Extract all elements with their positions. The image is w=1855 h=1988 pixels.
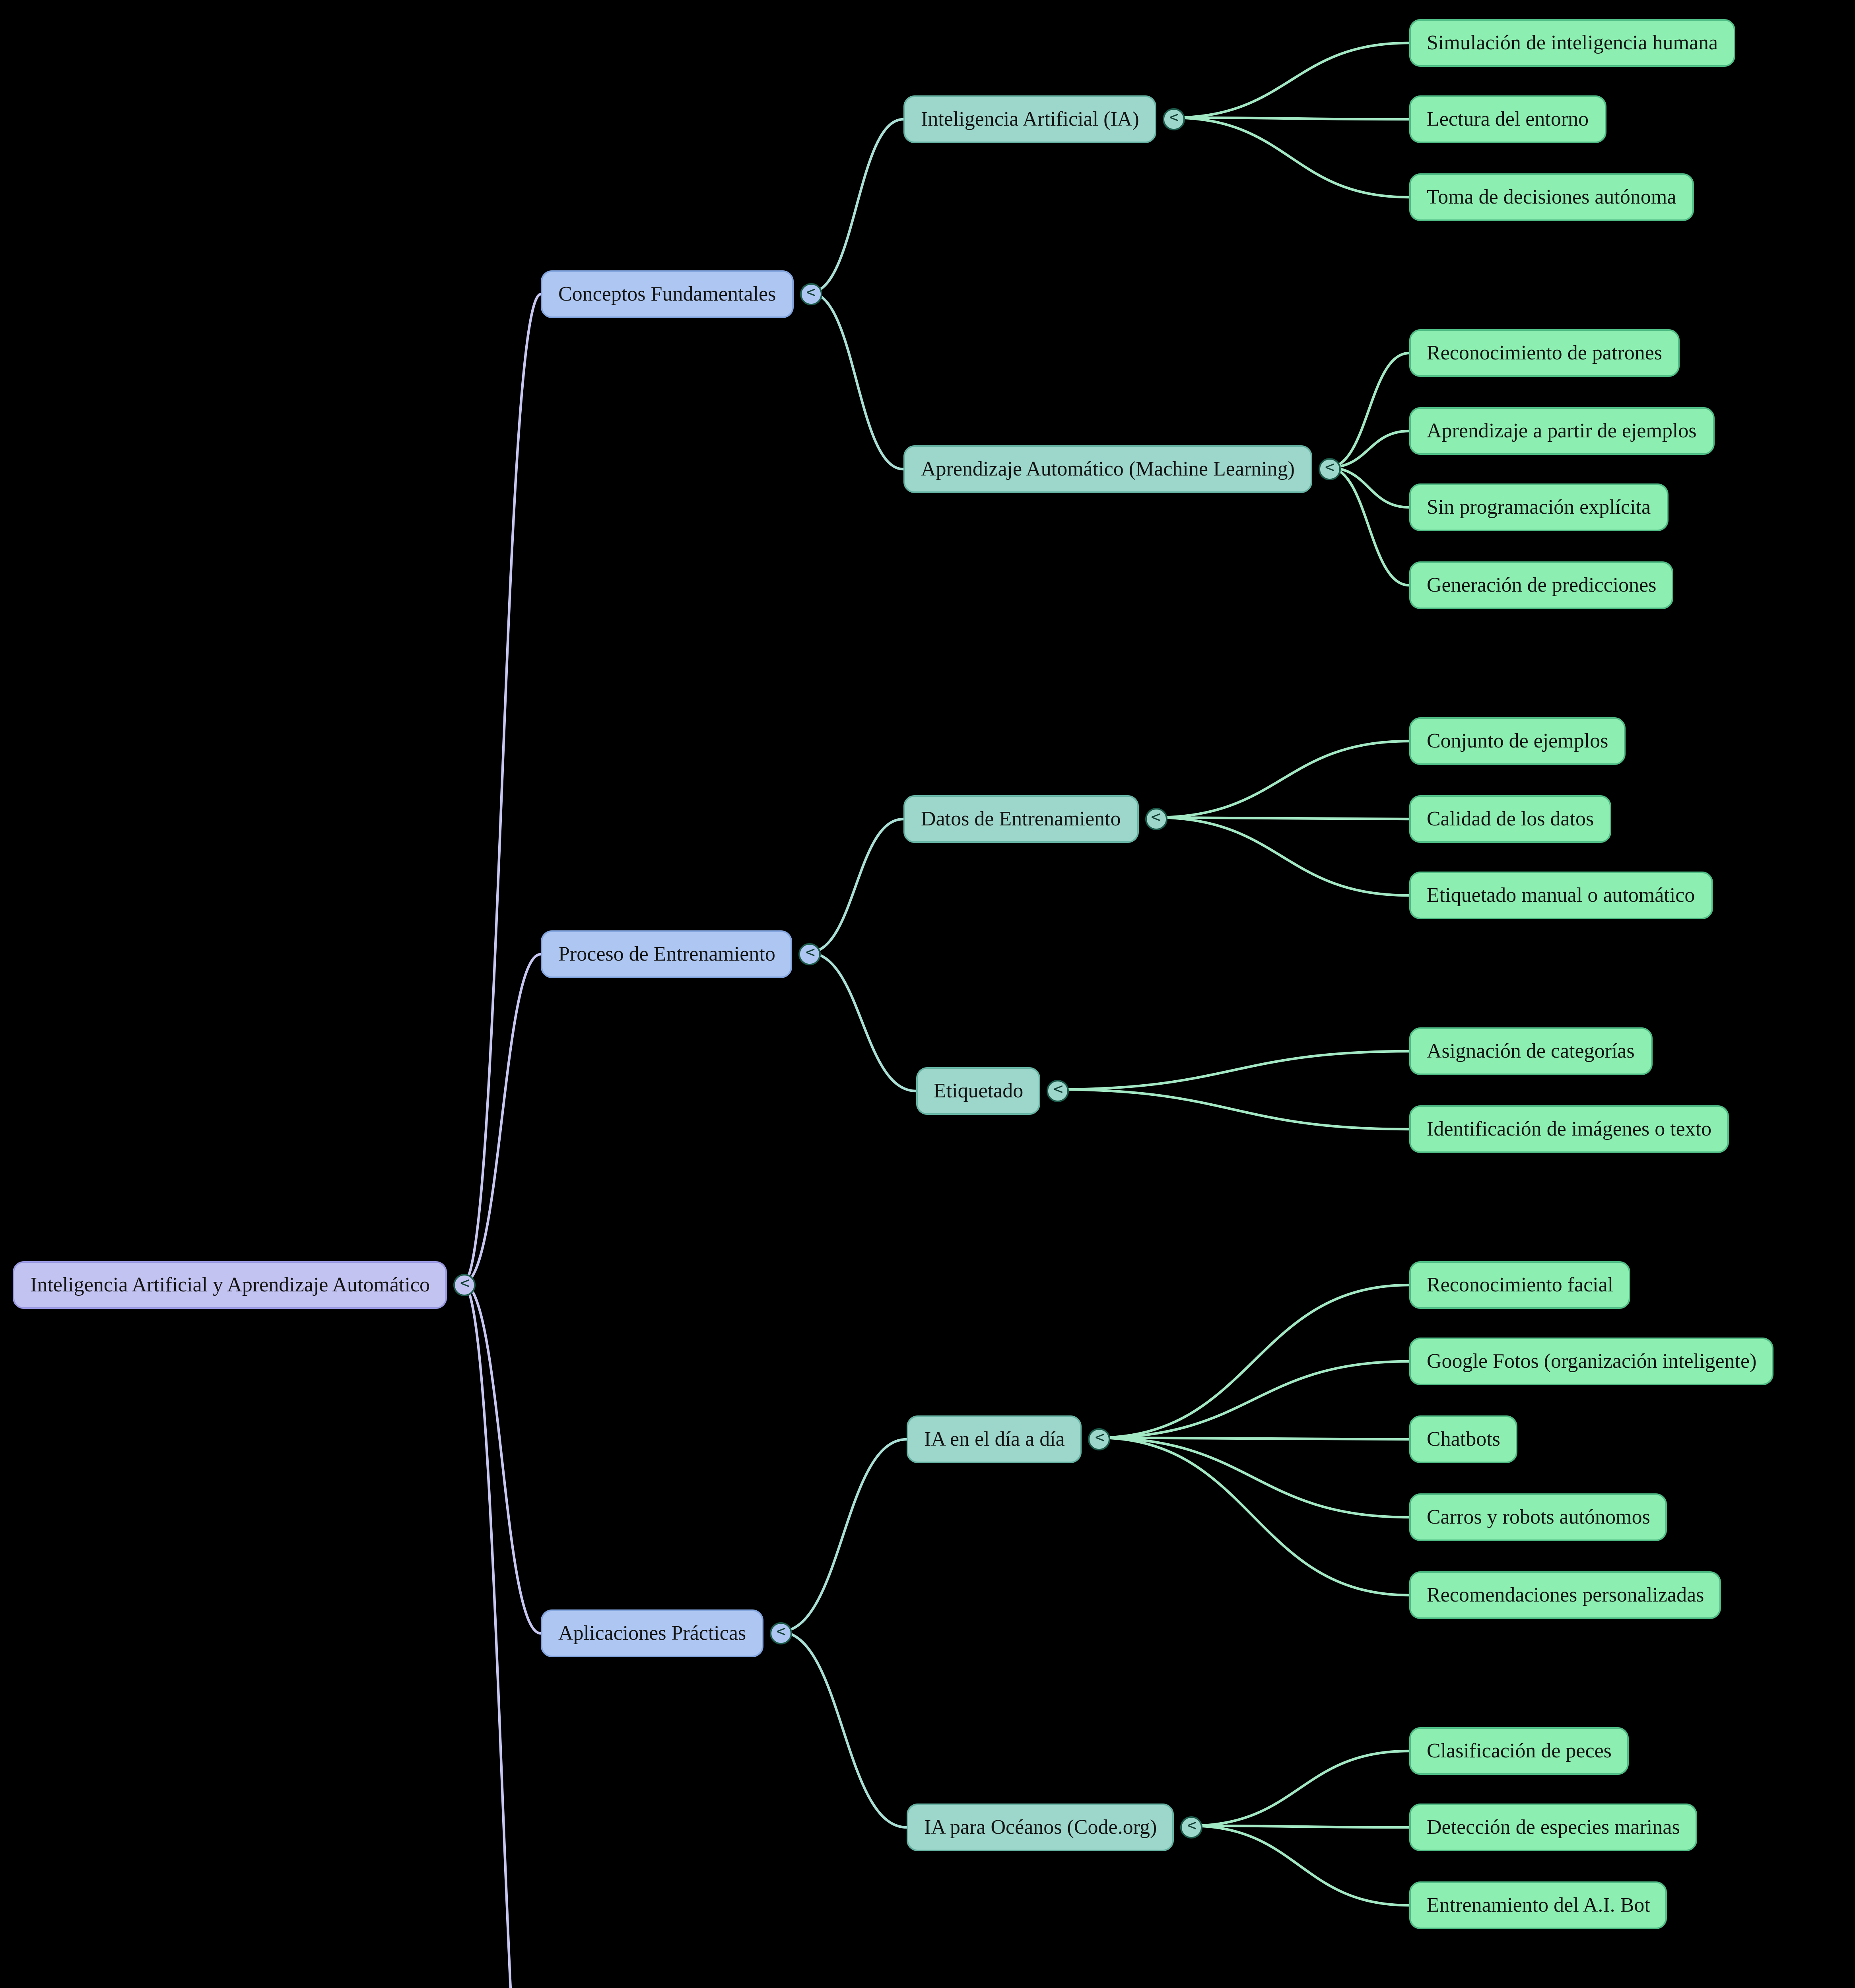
node-label: Aprendizaje a partir de ejemplos	[1427, 418, 1697, 442]
node-label: Aprendizaje Automático (Machine Learning…	[921, 456, 1295, 480]
node-conceptos-fundamentales[interactable]: Conceptos Fundamentales <	[541, 270, 822, 318]
node-label: Inteligencia Artificial y Aprendizaje Au…	[30, 1272, 430, 1296]
node-label: Detección de especies marinas	[1427, 1815, 1680, 1839]
collapse-toggle-icon[interactable]: <	[1088, 1428, 1111, 1450]
node-label: Entrenamiento del A.I. Bot	[1427, 1893, 1650, 1916]
node-label: Generación de predicciones	[1427, 573, 1657, 596]
node-reconocimiento-de-patrones[interactable]: Reconocimiento de patrones	[1409, 329, 1680, 377]
collapse-toggle-icon[interactable]: <	[1047, 1080, 1070, 1102]
node-label: Etiquetado manual o automático	[1427, 883, 1695, 907]
node-clasificacion-de-peces[interactable]: Clasificación de peces	[1409, 1727, 1629, 1775]
node-label: Etiquetado	[934, 1078, 1024, 1102]
node-entrenamiento-ai-bot[interactable]: Entrenamiento del A.I. Bot	[1409, 1881, 1668, 1929]
node-label: Conceptos Fundamentales	[558, 282, 776, 305]
collapse-toggle-icon[interactable]: <	[1144, 808, 1167, 830]
node-calidad-de-los-datos[interactable]: Calidad de los datos	[1409, 795, 1612, 843]
node-aprendizaje-automatico[interactable]: Aprendizaje Automático (Machine Learning…	[903, 445, 1341, 493]
node-simulacion-inteligencia-humana[interactable]: Simulación de inteligencia humana	[1409, 19, 1736, 67]
node-label: Recomendaciones personalizadas	[1427, 1582, 1704, 1606]
node-ia-para-oceanos[interactable]: IA para Océanos (Code.org) <	[907, 1804, 1203, 1851]
node-conjunto-de-ejemplos[interactable]: Conjunto de ejemplos	[1409, 717, 1626, 765]
collapse-toggle-icon[interactable]: <	[1163, 108, 1185, 130]
node-label: IA en el día a día	[924, 1427, 1065, 1450]
node-etiquetado-manual-o-automatico[interactable]: Etiquetado manual o automático	[1409, 872, 1713, 919]
node-label: Calidad de los datos	[1427, 806, 1594, 830]
node-label: IA para Océanos (Code.org)	[924, 1815, 1157, 1839]
node-label: Identificación de imágenes o texto	[1427, 1116, 1712, 1140]
node-label: Clasificación de peces	[1427, 1738, 1612, 1762]
node-generacion-de-predicciones[interactable]: Generación de predicciones	[1409, 561, 1674, 609]
node-inteligencia-artificial-ia[interactable]: Inteligencia Artificial (IA) <	[903, 95, 1185, 143]
node-aplicaciones-practicas[interactable]: Aplicaciones Prácticas <	[541, 1609, 793, 1657]
node-etiquetado[interactable]: Etiquetado <	[916, 1067, 1070, 1115]
node-sin-programacion-explicita[interactable]: Sin programación explícita	[1409, 483, 1669, 531]
node-label: Lectura del entorno	[1427, 107, 1589, 130]
collapse-toggle-icon[interactable]: <	[799, 943, 822, 965]
node-deteccion-especies-marinas[interactable]: Detección de especies marinas	[1409, 1804, 1698, 1851]
collapse-toggle-icon[interactable]: <	[770, 1622, 793, 1644]
node-asignacion-de-categorias[interactable]: Asignación de categorías	[1409, 1027, 1652, 1075]
node-label: Proceso de Entrenamiento	[558, 942, 775, 965]
node-identificacion-imagenes-o-texto[interactable]: Identificación de imágenes o texto	[1409, 1105, 1729, 1153]
node-lectura-del-entorno[interactable]: Lectura del entorno	[1409, 95, 1606, 143]
node-label: Simulación de inteligencia humana	[1427, 30, 1718, 54]
node-carros-y-robots-autonomos[interactable]: Carros y robots autónomos	[1409, 1493, 1668, 1541]
collapse-toggle-icon[interactable]: <	[454, 1274, 476, 1296]
collapse-toggle-icon[interactable]: <	[1181, 1816, 1203, 1839]
node-label: Toma de decisiones autónoma	[1427, 184, 1676, 208]
node-label: Sin programación explícita	[1427, 495, 1651, 518]
node-ia-en-el-dia-a-dia[interactable]: IA en el día a día <	[907, 1415, 1111, 1463]
node-chatbots[interactable]: Chatbots	[1409, 1415, 1518, 1463]
node-label: Reconocimiento de patrones	[1427, 340, 1663, 364]
node-google-fotos[interactable]: Google Fotos (organización inteligente)	[1409, 1338, 1774, 1385]
node-label: Conjunto de ejemplos	[1427, 728, 1608, 752]
node-recomendaciones-personalizadas[interactable]: Recomendaciones personalizadas	[1409, 1571, 1722, 1619]
node-label: Chatbots	[1427, 1427, 1500, 1450]
node-aprendizaje-a-partir-de-ejemplos[interactable]: Aprendizaje a partir de ejemplos	[1409, 407, 1714, 455]
node-label: Inteligencia Artificial (IA)	[921, 107, 1139, 130]
node-proceso-de-entrenamiento[interactable]: Proceso de Entrenamiento <	[541, 930, 822, 978]
node-label: Reconocimiento facial	[1427, 1272, 1614, 1296]
node-label: Asignación de categorías	[1427, 1039, 1635, 1062]
node-label: Carros y robots autónomos	[1427, 1505, 1650, 1528]
node-root[interactable]: Inteligencia Artificial y Aprendizaje Au…	[13, 1261, 476, 1309]
node-toma-decisiones-autonoma[interactable]: Toma de decisiones autónoma	[1409, 173, 1694, 221]
node-label: Datos de Entrenamiento	[921, 806, 1121, 830]
collapse-toggle-icon[interactable]: <	[1319, 458, 1341, 480]
node-datos-de-entrenamiento[interactable]: Datos de Entrenamiento <	[903, 795, 1167, 843]
collapse-toggle-icon[interactable]: <	[800, 283, 822, 305]
node-label: Google Fotos (organización inteligente)	[1427, 1349, 1757, 1373]
node-reconocimiento-facial[interactable]: Reconocimiento facial	[1409, 1261, 1631, 1309]
node-label: Aplicaciones Prácticas	[558, 1621, 746, 1644]
